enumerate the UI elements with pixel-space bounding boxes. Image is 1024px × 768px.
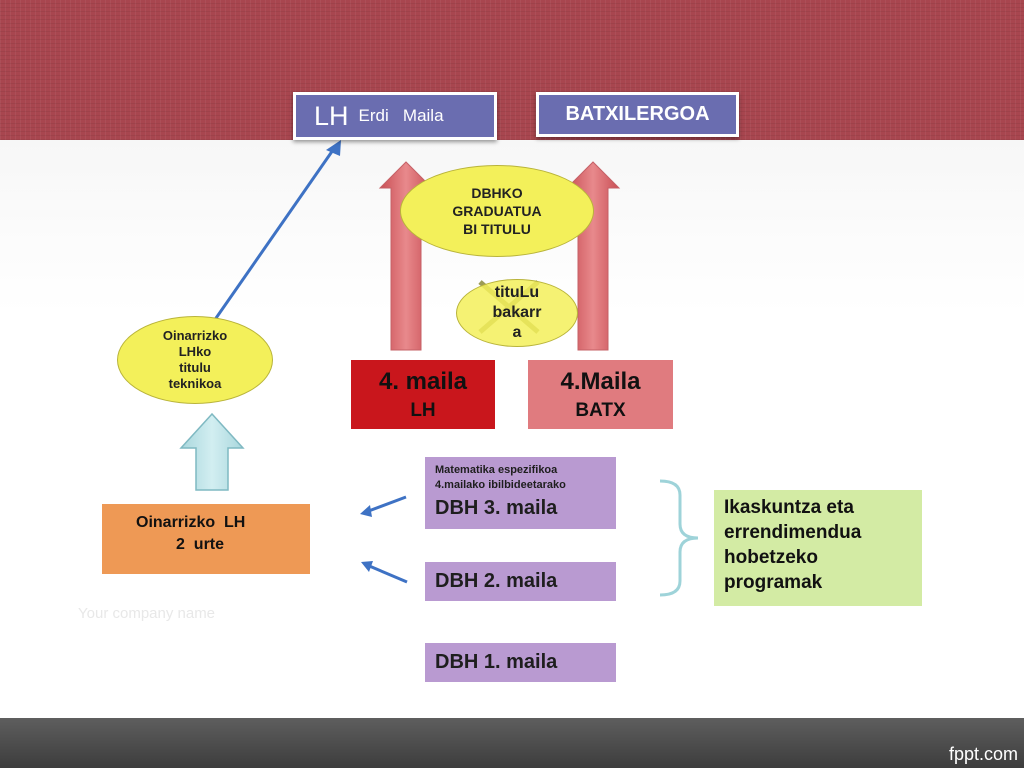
programs-line1: Ikaskuntza eta bbox=[724, 497, 854, 518]
oinarrizko-lh-box: Oinarrizko LH 2 urte bbox=[102, 504, 310, 574]
oinarrizko-line4: teknikoa bbox=[168, 376, 222, 391]
dbh3-label: DBH 3. maila bbox=[435, 497, 558, 519]
dbh3-box: Matematika espezifikoa 4.mailako ibilbid… bbox=[425, 457, 616, 529]
oinarrizko-lh-line2: 2 urte bbox=[176, 536, 225, 553]
maila4-lh-line2: LH bbox=[410, 400, 436, 421]
oinarrizko-line1: Oinarrizko bbox=[162, 328, 228, 343]
dbh1-label: DBH 1. maila bbox=[435, 651, 558, 673]
dbh3-note2: 4.mailako ibilbideetarako bbox=[435, 479, 566, 491]
dbhko-line2: GRADUATUA bbox=[452, 203, 542, 219]
lh-big-label: LH bbox=[314, 100, 349, 131]
dbhko-graduatua-ellipse: DBHKO GRADUATUA BI TITULU bbox=[400, 165, 594, 257]
dbh1-box: DBH 1. maila bbox=[425, 643, 616, 682]
batx-label: BATXILERGOA bbox=[565, 103, 710, 125]
blue-arrow-to-lh bbox=[212, 149, 335, 322]
programs-box: Ikaskuntza eta errendimendua hobetzeko p… bbox=[714, 490, 922, 606]
company-name: Your company name bbox=[78, 605, 216, 622]
programs-line2: errendimendua bbox=[724, 522, 862, 543]
titulu-line2: bakarr bbox=[492, 304, 542, 321]
blue-arrowhead-dbh2 bbox=[361, 561, 373, 572]
oinarrizko-lh-line1: Oinarrizko LH bbox=[136, 514, 246, 531]
lh-erdi-maila-box: LH Erdi Maila bbox=[293, 92, 497, 140]
titulu-line1: tituLu bbox=[494, 284, 540, 301]
blue-arrow-dbh2 bbox=[366, 563, 408, 584]
batxilergoa-box: BATXILERGOA bbox=[536, 92, 739, 137]
title-banner bbox=[0, 0, 1024, 140]
programs-line3: hobetzeko bbox=[724, 547, 818, 568]
curly-brace bbox=[659, 479, 699, 597]
blue-arrowhead-dbh3 bbox=[360, 505, 372, 517]
teal-up-arrow bbox=[179, 412, 245, 491]
dbh3-note1: Matematika espezifikoa bbox=[435, 464, 558, 476]
dbhko-line3: BI TITULU bbox=[463, 221, 531, 237]
footer-bar bbox=[0, 718, 1024, 768]
maila4-batx-line1: 4.Maila bbox=[560, 368, 641, 395]
maila4-batx-box: 4.Maila BATX bbox=[528, 360, 673, 429]
oinarrizko-line3: titulu bbox=[179, 360, 211, 375]
programs-line4: programak bbox=[724, 572, 823, 593]
blue-arrow-dbh3 bbox=[365, 495, 407, 514]
maila4-lh-box: 4. maila LH bbox=[351, 360, 495, 429]
dbh2-label: DBH 2. maila bbox=[435, 570, 558, 592]
oinarrizko-line2: LHko bbox=[178, 344, 212, 359]
fppt-brand: fppt.com bbox=[948, 744, 1018, 764]
lh-small-label: Erdi Maila bbox=[358, 106, 444, 125]
blue-arrowhead-lh bbox=[326, 140, 341, 156]
maila4-batx-line2: BATX bbox=[575, 400, 626, 421]
dbhko-line1: DBHKO bbox=[471, 185, 523, 201]
dbh2-box: DBH 2. maila bbox=[425, 562, 616, 601]
titulu-bakarra-ellipse: tituLu bakarr a bbox=[456, 279, 578, 347]
titulu-line3: a bbox=[512, 324, 522, 341]
oinarrizko-titulu-ellipse: Oinarrizko LHko titulu teknikoa bbox=[117, 316, 273, 404]
maila4-lh-line1: 4. maila bbox=[378, 368, 468, 395]
